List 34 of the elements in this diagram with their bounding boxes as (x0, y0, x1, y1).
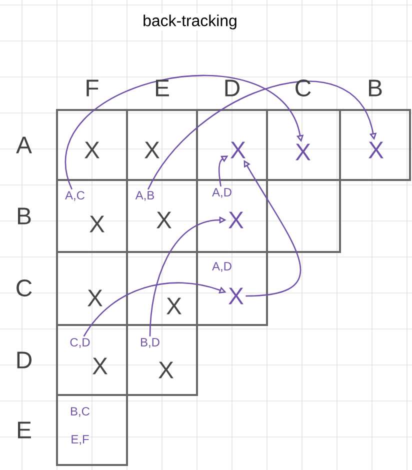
cross-mark: X (228, 212, 244, 228)
pair-label: C,D (70, 338, 90, 348)
cross-mark: X (166, 298, 182, 314)
header-letter: A (16, 136, 32, 154)
cross-mark: X (228, 288, 244, 304)
cross-mark: X (158, 362, 174, 378)
pair-label: A,D (212, 262, 232, 272)
cross-mark: X (368, 142, 384, 158)
cross-mark: X (230, 142, 246, 158)
pair-label: A,D (212, 188, 232, 198)
cross-mark: X (90, 216, 104, 232)
cross-mark: X (92, 358, 108, 374)
pair-label: A,C (65, 191, 84, 201)
header-letter: E (18, 422, 31, 438)
header-letter: C (16, 280, 32, 296)
pair-label: A,B (135, 191, 154, 201)
cross-mark: X (144, 142, 160, 158)
header-letter: B (18, 208, 31, 224)
arrow (65, 75, 304, 190)
cross-mark: X (296, 144, 310, 160)
pair-label: B,D (141, 338, 160, 348)
header-letter: B (369, 80, 382, 96)
pair-label: B,C (71, 407, 90, 417)
cross-mark: X (88, 290, 102, 306)
header-letter: E (156, 80, 169, 96)
header-letter: D (225, 80, 240, 96)
header-letter: D (17, 352, 32, 368)
header-letter: C (296, 80, 311, 96)
edge-label: back-tracking (144, 14, 236, 30)
arrow (148, 81, 377, 190)
header-letter: F (86, 80, 98, 96)
cross-mark: X (84, 142, 100, 158)
cross-mark: X (156, 212, 172, 228)
pair-label: E,F (72, 435, 89, 445)
